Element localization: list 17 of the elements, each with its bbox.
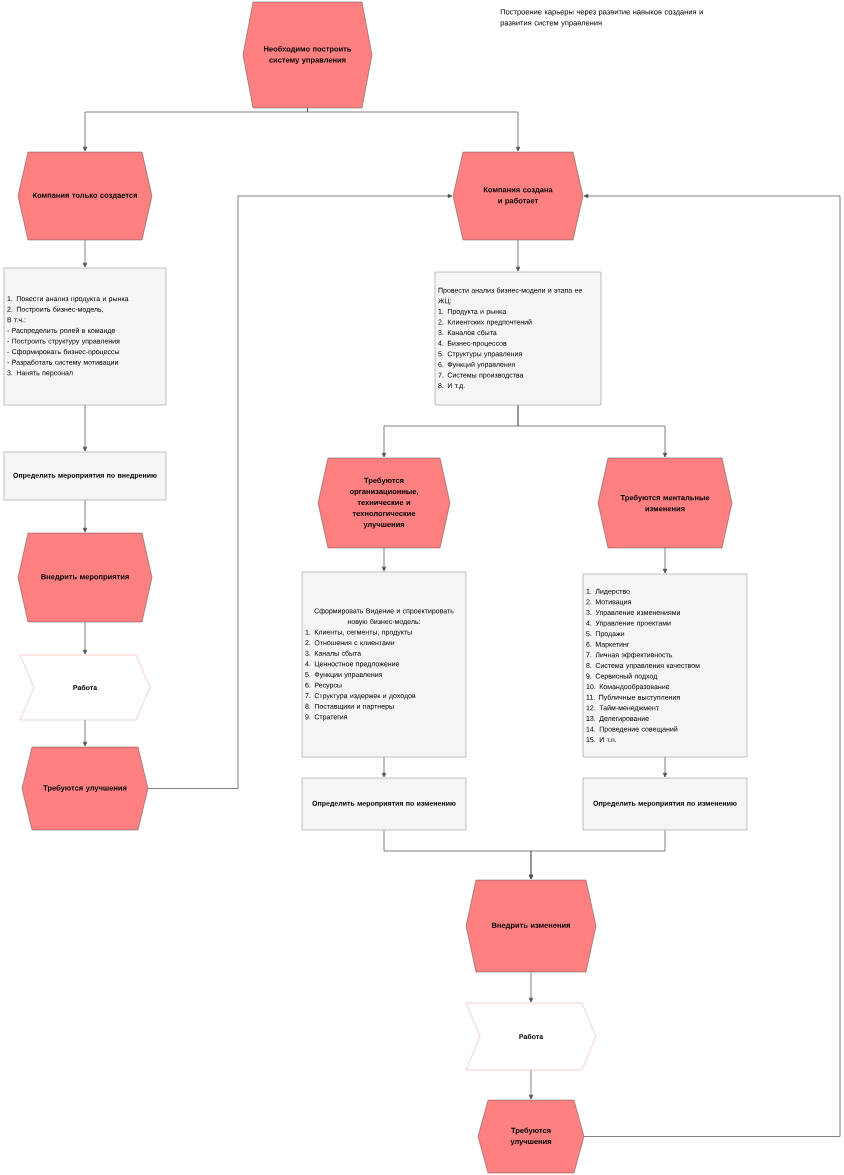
arrow [583, 193, 841, 1137]
arrow [307, 107, 521, 152]
arrow [82, 239, 88, 268]
arrow [82, 719, 88, 747]
arrow [82, 621, 88, 655]
arrow [82, 404, 88, 452]
arrow [662, 547, 668, 574]
arrow [381, 547, 387, 572]
arrow [515, 239, 521, 272]
arrow [528, 1069, 534, 1100]
arrow [528, 971, 534, 1003]
arrow [528, 829, 666, 880]
arrow [517, 404, 668, 458]
arrow [82, 499, 88, 533]
arrow [662, 756, 668, 778]
arrow [381, 756, 387, 778]
arrow [147, 193, 453, 789]
